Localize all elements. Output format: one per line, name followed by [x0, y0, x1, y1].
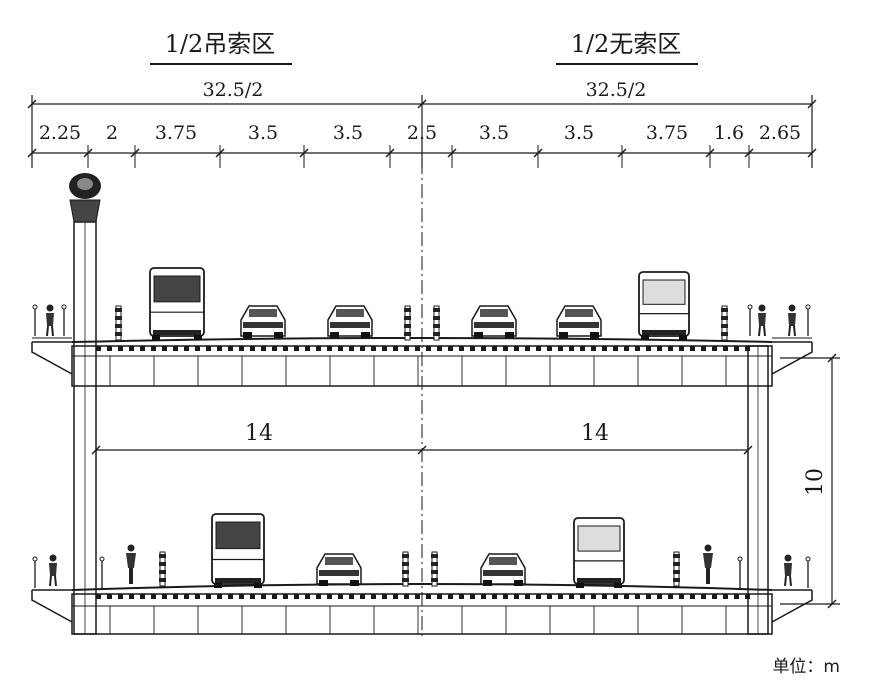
upper-deck-traffic — [32, 267, 811, 341]
barrier-icon — [402, 551, 409, 587]
segment-dim: 2.25 — [39, 122, 81, 144]
cyclist-icon — [126, 544, 136, 584]
cyclist-icon — [703, 544, 713, 584]
height-dimension — [780, 353, 840, 609]
segment-dimension-line — [27, 145, 817, 168]
car-icon — [556, 305, 602, 338]
overall-dim-right: 32.5/2 — [586, 79, 647, 101]
inner-dim-left: 14 — [245, 421, 273, 446]
car-icon — [327, 305, 373, 338]
lower-deck — [31, 583, 813, 635]
cable-anchor — [69, 173, 101, 223]
pedestrian-icon — [49, 554, 57, 587]
pedestrian-icon — [784, 554, 792, 587]
car-icon — [240, 305, 286, 338]
barrier-icon — [404, 305, 411, 341]
upper-deck — [31, 337, 813, 387]
segment-dim: 3.5 — [564, 122, 594, 144]
inner-dim-right: 14 — [581, 421, 609, 446]
pedestrian-icon — [46, 304, 54, 337]
bus-icon — [573, 517, 625, 588]
title-no-cable-zone: 1/2无索区 — [571, 30, 682, 58]
title-cable-zone: 1/2吊索区 — [165, 30, 276, 58]
barrier-icon — [159, 551, 166, 587]
segment-dim: 3.5 — [479, 122, 509, 144]
segment-dim: 2.5 — [407, 122, 437, 144]
car-icon — [480, 553, 526, 586]
segment-dim: 2.65 — [759, 122, 801, 144]
lower-deck-traffic — [32, 513, 811, 588]
height-dim-label: 10 — [803, 468, 828, 496]
unit-label: 单位：m — [772, 657, 840, 677]
pedestrian-icon — [758, 304, 766, 337]
segment-dimension-labels: 2.25 2 3.75 3.5 3.5 2.5 3.5 3.5 3.75 1.6… — [39, 122, 801, 144]
overall-dim-left: 32.5/2 — [203, 79, 264, 101]
car-icon — [471, 305, 517, 338]
segment-dim: 3.5 — [333, 122, 363, 144]
overall-dimension-line — [27, 95, 817, 168]
segment-dim: 2 — [106, 122, 118, 144]
bus-icon — [211, 513, 265, 588]
barrier-icon — [115, 305, 122, 341]
segment-dim: 3.5 — [248, 122, 278, 144]
car-icon — [316, 553, 362, 586]
barrier-icon — [431, 551, 438, 587]
segment-dim: 3.75 — [155, 122, 197, 144]
segment-dim: 3.75 — [646, 122, 688, 144]
barrier-icon — [673, 551, 680, 587]
pedestrian-icon — [788, 304, 796, 337]
barrier-icon — [721, 305, 728, 341]
bus-icon — [638, 271, 690, 340]
segment-dim: 1.6 — [714, 122, 744, 144]
bus-icon — [149, 267, 205, 340]
barrier-icon — [433, 305, 440, 341]
inner-width-dimension — [91, 445, 753, 455]
